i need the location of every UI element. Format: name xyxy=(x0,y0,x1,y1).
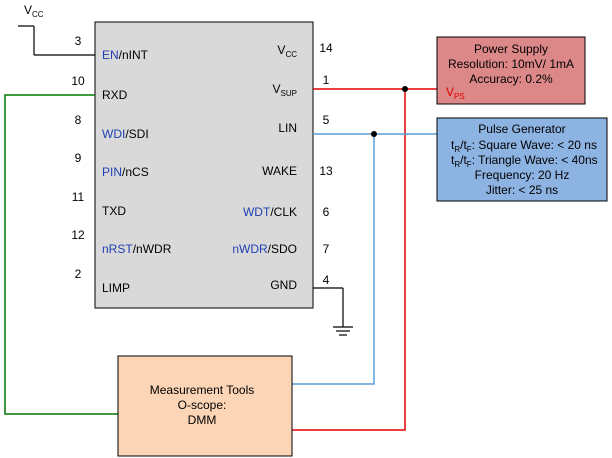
power-supply-title: Power Supply xyxy=(474,42,548,56)
left-pin-number: 3 xyxy=(75,34,82,48)
ground-icon xyxy=(333,326,353,336)
measurement-tools-box xyxy=(117,355,293,457)
measurement-dmm: DMM xyxy=(188,413,217,427)
right-pin-number: 4 xyxy=(323,273,330,287)
left-pin-label: nRST/nWDR xyxy=(102,242,172,256)
left-pin-label: EN/nINT xyxy=(102,48,149,62)
power-supply-resolution: Resolution: 10mV/ 1mA xyxy=(448,57,574,71)
left-pin-label: WDI/SDI xyxy=(102,127,149,141)
lin-wire xyxy=(292,131,437,385)
power-supply-box xyxy=(436,36,586,105)
left-pin-number: 8 xyxy=(75,113,82,127)
right-pin-number: 13 xyxy=(319,164,333,178)
left-pin-number: 9 xyxy=(75,151,82,165)
right-pin-label: WAKE xyxy=(262,164,297,178)
left-pin-number: 11 xyxy=(72,190,85,204)
lin-junction-dot xyxy=(371,131,377,137)
pulse-frequency: Frequency: 20 Hz xyxy=(475,168,570,182)
rxd-wire xyxy=(4,94,118,415)
pulse-triangle-wave: tR/tF: Triangle Wave: < 40ns xyxy=(451,153,598,169)
measurement-title: Measurement Tools xyxy=(150,383,255,397)
right-pin-number: 7 xyxy=(323,242,330,256)
right-pin-label: VSUP xyxy=(273,82,297,98)
right-pin-label: WDT/CLK xyxy=(243,205,297,219)
right-pin-number: 6 xyxy=(323,205,330,219)
right-pin-number: 5 xyxy=(323,113,330,127)
right-pin-number: 14 xyxy=(319,41,333,55)
left-pin-label: RXD xyxy=(102,88,128,102)
supply-wire xyxy=(292,86,437,431)
right-pin-label: LIN xyxy=(278,121,297,135)
pulse-square-wave: tR/tF: Square Wave: < 20 ns xyxy=(451,138,597,154)
vcc-wire xyxy=(18,25,95,56)
power-supply-accuracy: Accuracy: 0.2% xyxy=(469,72,553,86)
right-pin-label: VCC xyxy=(277,43,297,59)
chip-body xyxy=(94,21,314,309)
left-pin-number: 2 xyxy=(75,267,82,281)
right-pin-label: nWDR/SDO xyxy=(232,242,297,256)
vps-label: VPS xyxy=(446,85,465,101)
pulse-generator-box xyxy=(436,117,608,202)
ground-wire xyxy=(313,287,344,327)
left-pin-number: 12 xyxy=(71,228,85,242)
vcc-label: VCC xyxy=(24,3,44,19)
supply-junction-dot xyxy=(402,86,408,92)
left-pin-label: TXD xyxy=(102,204,126,218)
left-pin-number: 10 xyxy=(71,74,85,88)
measurement-oscope: O-scope: xyxy=(178,398,227,412)
pulse-generator-title: Pulse Generator xyxy=(478,122,565,136)
left-pin-label: PIN/nCS xyxy=(102,165,149,179)
right-pin-number: 1 xyxy=(323,73,330,87)
pulse-jitter: Jitter: < 25 ns xyxy=(486,183,558,197)
right-pin-label: GND xyxy=(270,278,297,292)
left-pin-label: LIMP xyxy=(102,281,130,295)
